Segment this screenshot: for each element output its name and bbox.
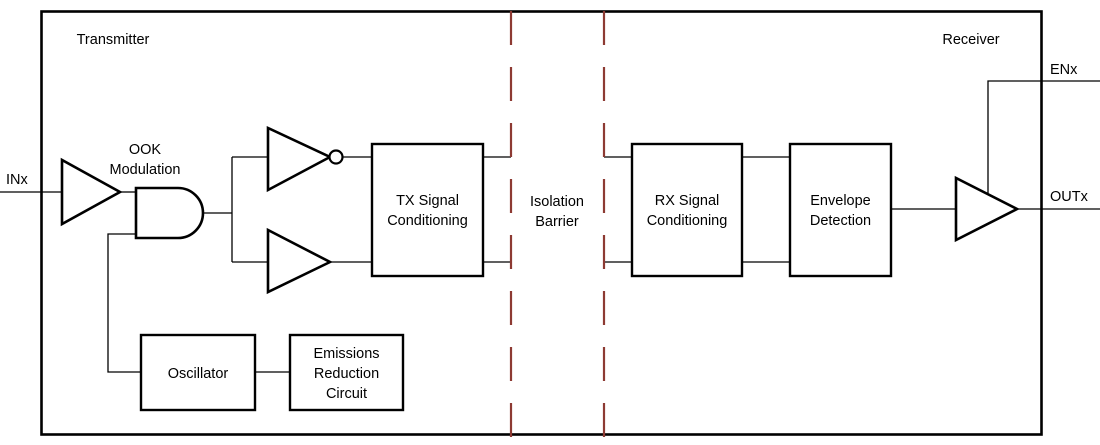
pin-label-outx: OUTx xyxy=(1050,189,1089,205)
pin-label-enx: ENx xyxy=(1050,62,1078,78)
envelope-detection-label-line2: Detection xyxy=(810,213,871,229)
oscillator-label: Oscillator xyxy=(168,366,229,382)
inverter[interactable] xyxy=(266,125,333,193)
wire-group xyxy=(0,80,1100,373)
driver-buffer[interactable] xyxy=(266,227,333,295)
block-labels: TX Signal Conditioning RX Signal Conditi… xyxy=(168,193,871,402)
isolation-barrier: Isolation Barrier xyxy=(509,11,606,441)
and-gate[interactable] xyxy=(134,186,205,240)
device-outline xyxy=(40,10,1043,436)
wire-oscillator-to-and xyxy=(107,233,141,373)
section-labels: Transmitter Receiver xyxy=(77,32,1000,48)
rx-signal-conditioning-label-line2: Conditioning xyxy=(647,213,728,229)
envelope-detection-label-line1: Envelope xyxy=(810,193,870,209)
receiver-section-label: Receiver xyxy=(942,32,999,48)
tx-signal-conditioning-label-line2: Conditioning xyxy=(387,213,468,229)
inverter-bubble-icon xyxy=(328,149,344,165)
tx-signal-conditioning-block[interactable] xyxy=(370,142,485,278)
barrier-label-line2: Barrier xyxy=(535,214,579,230)
transmitter-section-label: Transmitter xyxy=(77,32,150,48)
ook-modulation-label-line1: OOK xyxy=(129,142,162,158)
emissions-reduction-label-line2: Reduction xyxy=(314,366,379,382)
barrier-label-line1: Isolation xyxy=(530,194,584,210)
rx-signal-conditioning-label-line1: RX Signal xyxy=(655,193,719,209)
emissions-reduction-label-line1: Emissions xyxy=(313,346,379,362)
oscillator-block[interactable] xyxy=(139,333,257,412)
wire-enx-enable xyxy=(987,80,1100,193)
gate-labels: OOK Modulation xyxy=(110,142,181,178)
emissions-reduction-label-line3: Circuit xyxy=(326,386,367,402)
tx-signal-conditioning-label-line1: TX Signal xyxy=(396,193,459,209)
output-buffer[interactable] xyxy=(954,175,1020,243)
input-buffer[interactable] xyxy=(60,157,123,227)
rx-signal-conditioning-block[interactable] xyxy=(630,142,744,278)
pin-label-inx: INx xyxy=(6,172,29,188)
ook-modulation-label-line2: Modulation xyxy=(110,162,181,178)
envelope-detection-block[interactable] xyxy=(788,142,893,278)
pin-labels: INx ENx OUTx xyxy=(6,62,1089,205)
emissions-reduction-block[interactable] xyxy=(288,333,405,412)
